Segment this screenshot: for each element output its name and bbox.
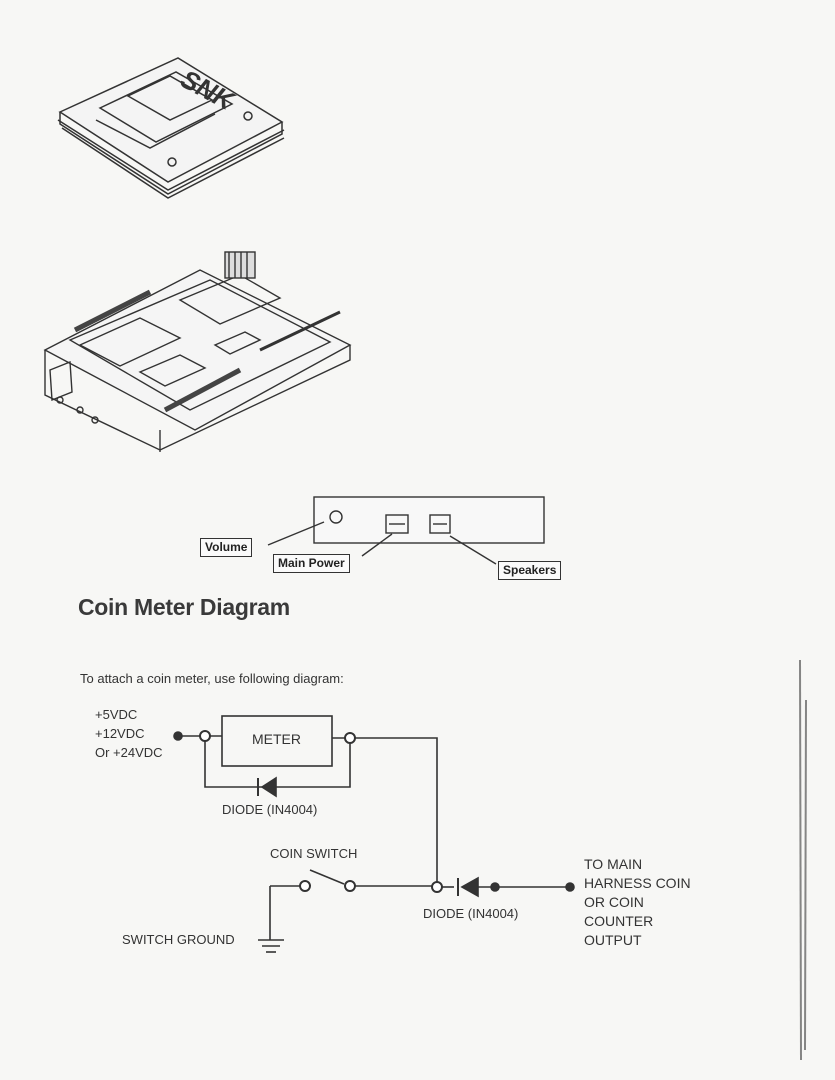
output-label-block: TO MAIN HARNESS COIN OR COIN COUNTER OUT… — [584, 855, 691, 950]
section-title: Coin Meter Diagram — [78, 594, 290, 620]
diode-label-bypass: DIODE (IN4004) — [222, 802, 318, 817]
switch-ground-label: SWITCH GROUND — [122, 932, 235, 947]
power-label-24v: Or +24VDC — [95, 745, 163, 760]
output-line: OR COIN — [584, 894, 644, 910]
power-label-5v: +5VDC — [95, 707, 138, 722]
speakers-label: Speakers — [498, 561, 562, 580]
volume-label: Volume — [200, 538, 253, 557]
output-line: TO MAIN — [584, 856, 643, 872]
power-label-12v: +12VDC — [95, 726, 145, 741]
section-intro: To attach a coin meter, use following di… — [80, 671, 344, 686]
output-line: COUNTER — [584, 913, 654, 929]
output-line: HARNESS COIN — [584, 875, 691, 891]
cartridge-cover-illustration — [57, 57, 285, 199]
meter-label: METER — [252, 731, 301, 747]
main-power-label: Main Power — [273, 554, 350, 573]
motherboard-illustration — [43, 251, 352, 452]
scan-edge-noise — [799, 659, 807, 1061]
coin-meter-circuit — [173, 715, 575, 953]
rear-panel-illustration — [267, 496, 545, 565]
coin-switch-label: COIN SWITCH — [270, 846, 358, 861]
meter-box — [221, 715, 333, 767]
output-line: OUTPUT — [584, 932, 642, 948]
diode-label-output: DIODE (IN4004) — [423, 906, 519, 921]
